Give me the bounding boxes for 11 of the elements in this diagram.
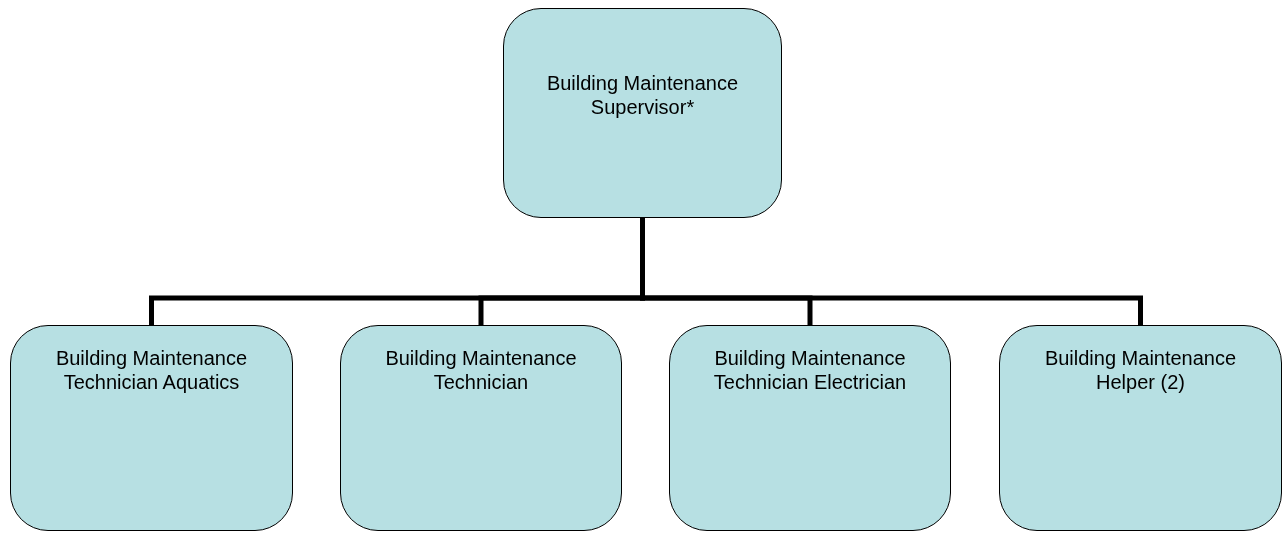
role-title: Building Maintenance Helper (2) — [1043, 346, 1238, 394]
role-box — [10, 325, 293, 531]
role-title: Building Maintenance Technician Electrician — [712, 346, 908, 394]
role-title: Building Maintenance Supervisor* — [545, 71, 740, 119]
role-title: Building Maintenance Technician Aquatics — [54, 346, 249, 394]
role-box — [669, 325, 951, 531]
role-box — [340, 325, 622, 531]
role-title: Building Maintenance Technician — [384, 346, 578, 394]
role-box — [503, 8, 782, 218]
role-box — [999, 325, 1282, 531]
connector-line — [640, 218, 1143, 325]
